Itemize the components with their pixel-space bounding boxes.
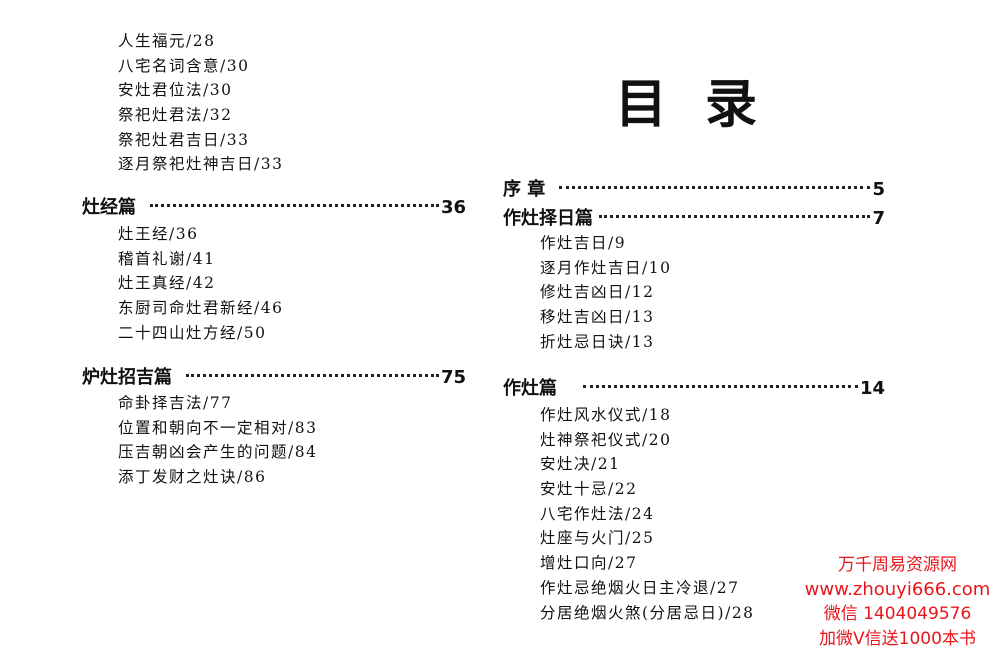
section-heading: 灶经篇 36 bbox=[82, 195, 466, 221]
watermark: 万千周易资源网 www.zhouyi666.com 微信 1404049576 … bbox=[795, 553, 1000, 651]
watermark-wechat: 微信 1404049576 bbox=[823, 604, 972, 624]
toc-item: 分居绝烟火煞(分居忌日)/28 bbox=[540, 603, 755, 622]
toc-item: 位置和朝向不一定相对/83 bbox=[118, 418, 318, 437]
toc-item: 祭祀灶君吉日/33 bbox=[118, 130, 250, 149]
toc-item: 安灶决/21 bbox=[540, 455, 621, 474]
dot-leader bbox=[186, 374, 439, 377]
dot-leader bbox=[150, 204, 439, 207]
section-page: 75 bbox=[440, 367, 466, 388]
section-title: 炉灶招吉篇 bbox=[82, 367, 172, 388]
toc-item: 灶神祭祀仪式/20 bbox=[540, 430, 672, 449]
watermark-site-name: 万千周易资源网 bbox=[838, 555, 957, 575]
toc-item: 压吉朝凶会产生的问题/84 bbox=[118, 443, 318, 462]
toc-item: 作灶吉日/9 bbox=[540, 234, 627, 252]
watermark-offer: 加微V信送1000本书 bbox=[819, 628, 976, 649]
section-heading: 序 章 5 bbox=[503, 177, 885, 203]
toc-item: 安灶君位法/30 bbox=[118, 81, 233, 100]
section-page: 14 bbox=[859, 378, 885, 399]
section-title: 作灶篇 bbox=[503, 378, 557, 399]
dot-leader bbox=[559, 186, 871, 189]
toc-item: 作灶风水仪式/18 bbox=[540, 406, 672, 424]
section-page: 36 bbox=[440, 197, 466, 218]
section-items: 作灶风水仪式/18 灶神祭祀仪式/20 安灶决/21 安灶十忌/22 八宅作灶法… bbox=[540, 403, 755, 625]
toc-item: 二十四山灶方经/50 bbox=[118, 323, 267, 342]
page-title: 目录 bbox=[615, 75, 796, 135]
toc-item: 逐月作灶吉日/10 bbox=[540, 258, 672, 277]
toc-item: 增灶口向/27 bbox=[540, 554, 638, 573]
toc-item: 祭祀灶君法/32 bbox=[118, 106, 233, 125]
toc-item: 灶王经/36 bbox=[118, 225, 199, 243]
section-title: 序 章 bbox=[503, 179, 546, 200]
toc-item: 稽首礼谢/41 bbox=[118, 249, 216, 268]
dot-leader bbox=[583, 385, 858, 388]
toc-item: 命卦择吉法/77 bbox=[118, 394, 233, 412]
toc-item: 作灶忌绝烟火日主冷退/27 bbox=[540, 578, 740, 597]
toc-item: 灶王真经/42 bbox=[118, 274, 216, 293]
section-title: 作灶择日篇 bbox=[503, 208, 593, 229]
section-items: 命卦择吉法/77 位置和朝向不一定相对/83 压吉朝凶会产生的问题/84 添丁发… bbox=[118, 391, 317, 490]
section-page: 7 bbox=[872, 208, 885, 229]
toc-item: 八宅作灶法/24 bbox=[540, 504, 655, 523]
toc-item: 添丁发财之灶诀/86 bbox=[118, 468, 267, 487]
section-heading: 作灶择日篇 7 bbox=[503, 206, 885, 232]
toc-item: 移灶吉凶日/13 bbox=[540, 308, 655, 327]
toc-item: 折灶忌日诀/13 bbox=[540, 332, 655, 351]
section-items: 作灶吉日/9 逐月作灶吉日/10 修灶吉凶日/12 移灶吉凶日/13 折灶忌日诀… bbox=[540, 231, 671, 354]
toc-item: 灶座与火门/25 bbox=[540, 529, 655, 548]
section-title: 灶经篇 bbox=[82, 197, 136, 218]
section-heading: 作灶篇 14 bbox=[503, 376, 885, 402]
toc-item: 修灶吉凶日/12 bbox=[540, 283, 655, 302]
toc-item: 逐月祭祀灶神吉日/33 bbox=[118, 155, 284, 174]
left-top-items: 人生福元/28 八宅名词含意/30 安灶君位法/30 祭祀灶君法/32 祭祀灶君… bbox=[118, 29, 283, 177]
section-items: 灶王经/36 稽首礼谢/41 灶王真经/42 东厨司命灶君新经/46 二十四山灶… bbox=[118, 222, 283, 345]
watermark-url: www.zhouyi666.com bbox=[804, 578, 991, 600]
section-heading: 炉灶招吉篇 75 bbox=[82, 365, 466, 391]
toc-item: 八宅名词含意/30 bbox=[118, 56, 250, 75]
section-page: 5 bbox=[872, 179, 885, 200]
toc-item: 人生福元/28 bbox=[118, 32, 216, 50]
toc-item: 安灶十忌/22 bbox=[540, 480, 638, 499]
dot-leader bbox=[599, 215, 871, 218]
toc-item: 东厨司命灶君新经/46 bbox=[118, 299, 284, 318]
